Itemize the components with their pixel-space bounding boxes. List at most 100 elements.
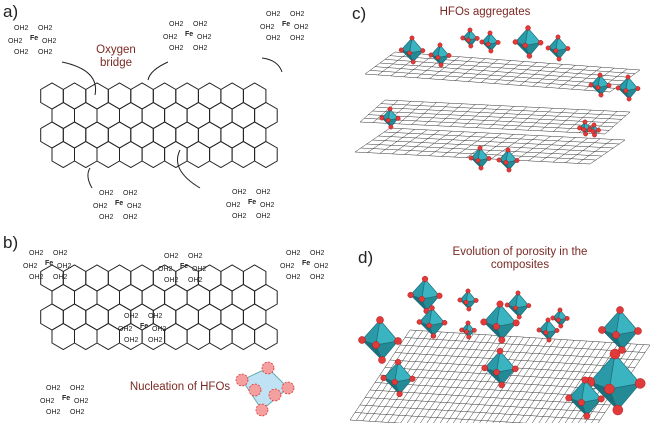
- octa-d5-oxygen: [496, 300, 504, 308]
- octa-d8-oxygen: [556, 317, 561, 323]
- graphene-edge: [403, 54, 434, 78]
- octa-c8-oxygen: [379, 115, 385, 121]
- fe-complex-a1-water: OH2: [193, 45, 208, 52]
- octa-d10-oxygen: [498, 381, 505, 389]
- octa-c1-oxygen: [446, 53, 452, 58]
- graphene-edge: [426, 334, 486, 423]
- fe-complex-a2-water: OH2: [290, 11, 305, 18]
- octa-c7-face: [625, 88, 639, 100]
- octa-d6-oxygen: [516, 314, 522, 320]
- octa-c0-face: [409, 50, 424, 63]
- octa-d1-face: [375, 340, 399, 361]
- octa-c3-oxygen: [495, 40, 501, 45]
- octa-c9-oxygen: [478, 165, 484, 171]
- octa-d0-oxygen: [436, 292, 443, 299]
- hfos-aggregates-label: HFOs aggregates: [439, 6, 531, 18]
- octa-c5-oxygen: [553, 48, 559, 54]
- fe-complex-b1-water: OH2: [158, 266, 173, 273]
- octa-c0-oxygen: [398, 47, 404, 53]
- hfo-octahedra-d: [358, 275, 646, 420]
- graphene-edge: [389, 127, 626, 141]
- fe-complex-a4-water: OH2: [232, 213, 247, 220]
- porosity-line-2: composites: [490, 259, 550, 271]
- octa-d3-oxygen: [473, 298, 479, 303]
- fe-complex-a0-water: OH2: [38, 49, 53, 56]
- octa-d11-oxygen: [598, 326, 606, 334]
- fe-complex-a3-water: OH2: [99, 214, 114, 221]
- fe-complex-b2-water: OH2: [286, 274, 301, 281]
- graphene-edge: [368, 114, 614, 127]
- graphene-edge: [359, 99, 386, 123]
- octa-c4-oxygen: [522, 42, 528, 49]
- octa-c6-oxygen: [597, 72, 603, 78]
- panel-b-label: b): [3, 233, 19, 252]
- fe-complex-a0-water: OH2: [42, 38, 57, 45]
- graphene-edge: [450, 104, 476, 127]
- graphene-edge: [442, 57, 473, 80]
- octa-d8-oxygen: [564, 315, 570, 321]
- octa-c5-face: [555, 48, 569, 60]
- octa-d0-oxygen: [407, 291, 414, 299]
- arrow-a-5: [177, 149, 201, 189]
- graphene-edge: [416, 130, 452, 156]
- octa-c3-oxygen: [485, 41, 491, 47]
- octa-d7-oxygen: [536, 327, 542, 333]
- graphene-edge: [429, 131, 465, 156]
- octa-c8-oxygen: [385, 117, 391, 123]
- octa-c5-oxygen: [565, 46, 571, 51]
- octa-c10-oxygen: [505, 147, 511, 153]
- graphene-edge: [406, 333, 468, 423]
- octa-c4-oxygen: [526, 53, 533, 59]
- graphene-edge: [384, 131, 620, 145]
- fe-complex-a4-water: OH2: [260, 202, 275, 209]
- fe-complex-b1-water: OH2: [164, 277, 179, 284]
- fe-complex-a1-water: OH2: [169, 45, 184, 52]
- porosity-label: Evolution of porosity in the composites: [430, 246, 610, 272]
- graphene-edge: [475, 105, 502, 128]
- octa-d0-oxygen: [421, 275, 429, 283]
- graphene-edge: [531, 340, 588, 423]
- octa-c0-oxygen: [420, 48, 426, 53]
- octa-c4-oxygen: [525, 25, 531, 31]
- graphene-edge: [400, 333, 461, 423]
- octa-c2-oxygen: [460, 35, 466, 41]
- fe-complex-a1-fe: Fe: [185, 31, 193, 38]
- graphene-edge: [545, 341, 600, 423]
- graphene-edge: [391, 129, 428, 155]
- panel-d-label: d): [358, 248, 374, 267]
- octa-d3-oxygen: [457, 297, 463, 303]
- octa-d7-oxygen: [543, 330, 549, 335]
- oxygen-bridge-line-2: bridge: [100, 57, 132, 69]
- graphene-edge: [437, 103, 463, 126]
- graphene-edge: [540, 108, 566, 132]
- fe-complex-b1-water: OH2: [164, 253, 179, 260]
- fe-complex-b2-water: OH2: [280, 263, 295, 270]
- fe-complex-a2-water: OH2: [294, 24, 309, 31]
- octa-d13-oxygen: [565, 394, 573, 402]
- octa-d9-face: [394, 378, 414, 395]
- fe-complex-b2-fe: Fe: [302, 260, 310, 267]
- octa-d13-oxygen: [577, 399, 585, 406]
- graphene-edge: [377, 52, 409, 76]
- nucleus-oxygen-atom: [261, 361, 275, 375]
- graphene-edge: [455, 58, 486, 81]
- octa-d6-oxygen: [515, 290, 521, 296]
- graphene-edge: [411, 102, 437, 125]
- octa-c3-oxygen: [487, 30, 493, 36]
- octa-d4-oxygen: [465, 320, 471, 326]
- octa-c0-oxygen: [409, 35, 415, 41]
- fe-complex-b2-water: OH2: [286, 250, 301, 257]
- graphene-edge: [364, 73, 611, 93]
- octa-c5-oxygen: [555, 34, 561, 40]
- hfo-nucleus: [235, 361, 295, 417]
- octa-d11-oxygen: [616, 306, 624, 314]
- octa-c6-oxygen: [606, 83, 612, 88]
- octa-d11-oxygen: [618, 346, 626, 354]
- octa-c9-oxygen: [477, 145, 483, 151]
- fe-complex-b3-water: OH2: [148, 337, 163, 344]
- octa-c11-oxygen: [581, 127, 587, 132]
- fe-complex-b0-fe: Fe: [45, 260, 53, 267]
- panel-c-label: c): [352, 4, 367, 23]
- octa-c3-oxygen: [479, 39, 485, 45]
- graphene-edge: [372, 139, 608, 153]
